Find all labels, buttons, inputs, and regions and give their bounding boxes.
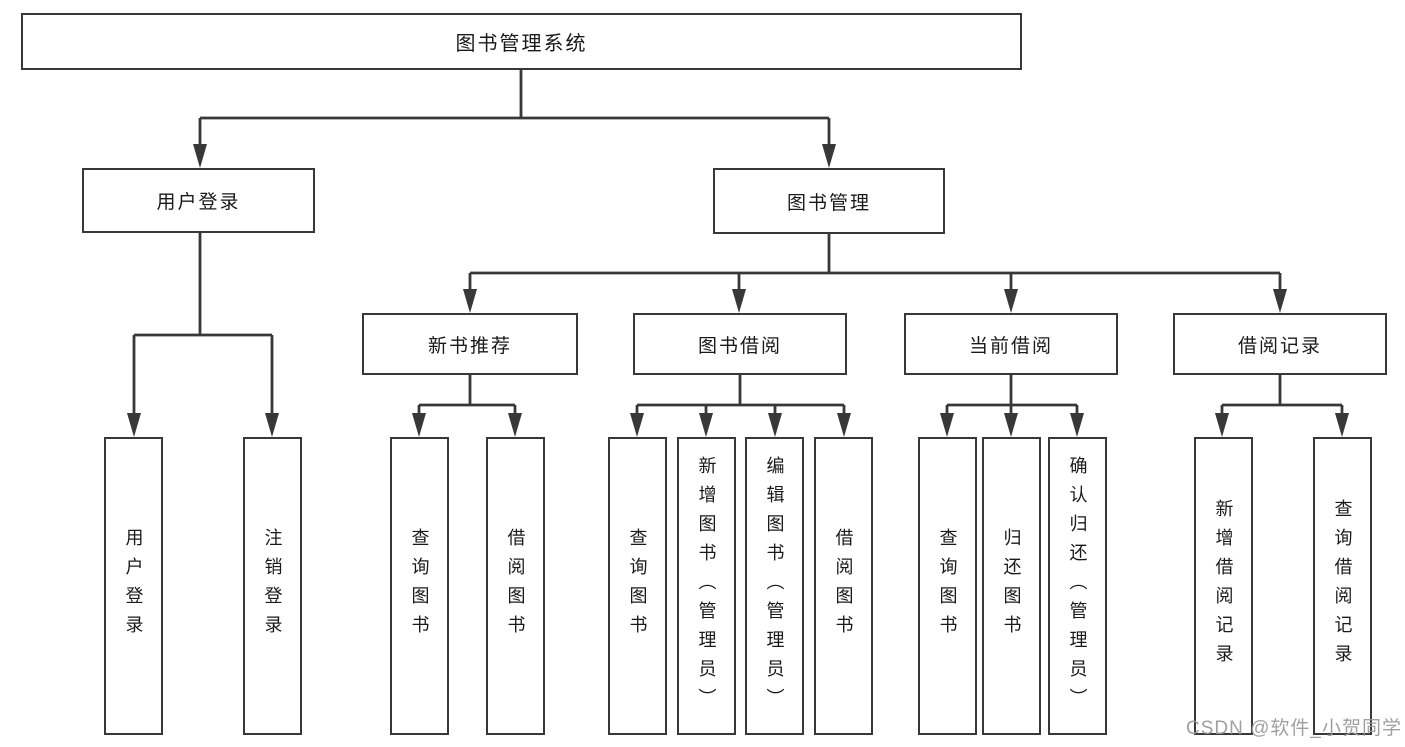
node-current-borrowing: 当前借阅 <box>904 313 1118 375</box>
connector-line <box>635 375 846 415</box>
node-leaf-query-books-current: 查询图书 <box>918 437 977 735</box>
down-arrowhead-icon <box>127 413 279 437</box>
node-book-borrowing: 图书借阅 <box>633 313 847 375</box>
node-leaf-borrow-books-recommend: 借阅图书 <box>486 437 545 735</box>
connector-line <box>468 234 1282 291</box>
connector-borrowing-records-children <box>1215 375 1349 437</box>
down-arrowhead-icon <box>940 413 1084 437</box>
node-borrowing-records: 借阅记录 <box>1173 313 1387 375</box>
node-book-management: 图书管理 <box>713 168 945 234</box>
connector-line <box>417 375 517 415</box>
down-arrowhead-icon <box>412 413 522 437</box>
node-leaf-query-borrow-record: 查询借阅记录 <box>1313 437 1372 735</box>
node-new-book-recommendation: 新书推荐 <box>362 313 578 375</box>
node-leaf-add-books-admin: 新增图书（管理员） <box>677 437 736 735</box>
connector-user-login-children <box>127 233 279 437</box>
connector-line <box>1220 375 1344 415</box>
node-leaf-logout: 注销登录 <box>243 437 302 735</box>
connector-line <box>198 70 831 146</box>
connector-line <box>945 375 1079 415</box>
down-arrowhead-icon <box>1215 413 1349 437</box>
node-leaf-borrow-books: 借阅图书 <box>814 437 873 735</box>
connector-current-borrowing-children <box>940 375 1084 437</box>
connector-book-borrowing-children <box>630 375 851 437</box>
connector-new-book-recommendation-children <box>412 375 522 437</box>
node-leaf-add-borrow-record: 新增借阅记录 <box>1194 437 1253 735</box>
node-user-login: 用户登录 <box>82 168 315 233</box>
node-leaf-edit-books-admin: 编辑图书（管理员） <box>745 437 804 735</box>
csdn-watermark: CSDN @软件_小贺同学 <box>1186 718 1402 739</box>
down-arrowhead-icon <box>463 289 1287 313</box>
node-leaf-query-books-borrow: 查询图书 <box>608 437 667 735</box>
node-leaf-confirm-return-admin: 确认归还（管理员） <box>1048 437 1107 735</box>
node-leaf-return-books: 归还图书 <box>982 437 1041 735</box>
node-leaf-user-login: 用户登录 <box>104 437 163 735</box>
down-arrowhead-icon <box>630 413 851 437</box>
node-library-management-system: 图书管理系统 <box>21 13 1022 70</box>
connector-root-to-level2 <box>193 70 836 168</box>
connector-line <box>132 233 274 415</box>
connector-book-management-children <box>463 234 1287 313</box>
node-leaf-query-books-recommend: 查询图书 <box>390 437 449 735</box>
down-arrowhead-icon <box>193 144 836 168</box>
